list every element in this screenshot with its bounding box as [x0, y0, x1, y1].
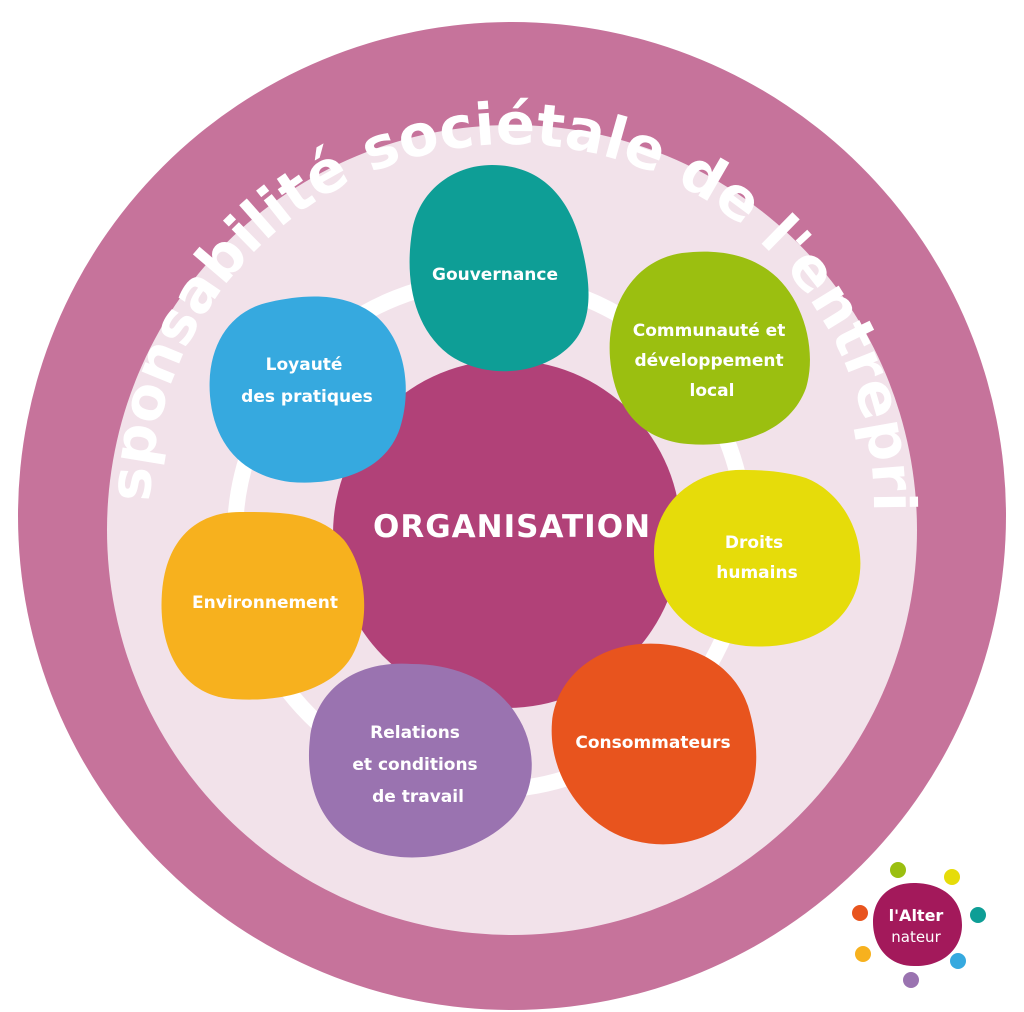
label-gouvernance-line-1: Gouvernance — [432, 265, 558, 285]
logo-line-1: l'Alter — [889, 906, 944, 925]
theme-consommateurs[interactable]: Consommateurs — [551, 643, 757, 845]
label-communaute-line-2: développement — [634, 351, 783, 371]
label-gouvernance: Gouvernance — [432, 265, 558, 285]
theme-loyaute[interactable]: Loyauté des pratiques — [209, 296, 406, 483]
label-droits-humains: Droits humains — [716, 533, 797, 583]
blob-communaute — [609, 251, 810, 445]
logo-dot-5 — [855, 946, 871, 962]
brand-logo: l'Alter nateur — [852, 862, 986, 988]
label-loyaute-line-1: Loyauté — [266, 355, 343, 375]
center-circle — [333, 360, 681, 708]
logo-dot-7 — [903, 972, 919, 988]
label-environnement-line-1: Environnement — [192, 593, 338, 613]
theme-droits-humains[interactable]: Droits humains — [654, 469, 861, 647]
label-relations-travail-line-1: Relations — [370, 723, 460, 743]
logo-dot-4 — [852, 905, 868, 921]
theme-gouvernance[interactable]: Gouvernance — [409, 165, 589, 372]
logo-badge — [873, 882, 962, 967]
label-consommateurs-line-1: Consommateurs — [575, 733, 730, 753]
label-loyaute-line-2: des pratiques — [241, 387, 373, 407]
label-droits-humains-line-2: humains — [716, 563, 797, 583]
logo-dot-6 — [950, 953, 966, 969]
logo-line-2: nateur — [891, 928, 941, 946]
logo-dot-3 — [970, 907, 986, 923]
label-droits-humains-line-1: Droits — [725, 533, 783, 553]
label-relations-travail: Relations et conditions de travail — [352, 723, 483, 807]
blob-consommateurs — [551, 643, 757, 845]
label-consommateurs: Consommateurs — [575, 733, 730, 753]
logo-dot-2 — [944, 869, 960, 885]
label-communaute-line-3: local — [690, 381, 735, 401]
blob-environnement — [161, 512, 365, 700]
label-communaute: Communauté et développement local — [633, 321, 792, 401]
label-relations-travail-line-2: et conditions — [352, 755, 477, 775]
blob-relations-travail — [308, 663, 532, 858]
blob-droits-humains — [654, 469, 861, 647]
logo-dot-1 — [890, 862, 906, 878]
blob-loyaute — [209, 296, 406, 483]
theme-environnement[interactable]: Environnement — [161, 512, 365, 700]
label-loyaute: Loyauté des pratiques — [241, 355, 373, 407]
theme-relations-travail[interactable]: Relations et conditions de travail — [308, 663, 532, 858]
center-label: ORGANISATION — [373, 509, 651, 545]
label-relations-travail-line-3: de travail — [372, 787, 464, 807]
theme-communaute[interactable]: Communauté et développement local — [609, 251, 810, 445]
label-environnement: Environnement — [192, 593, 338, 613]
blob-gouvernance — [409, 165, 589, 372]
label-communaute-line-1: Communauté et — [633, 321, 786, 341]
